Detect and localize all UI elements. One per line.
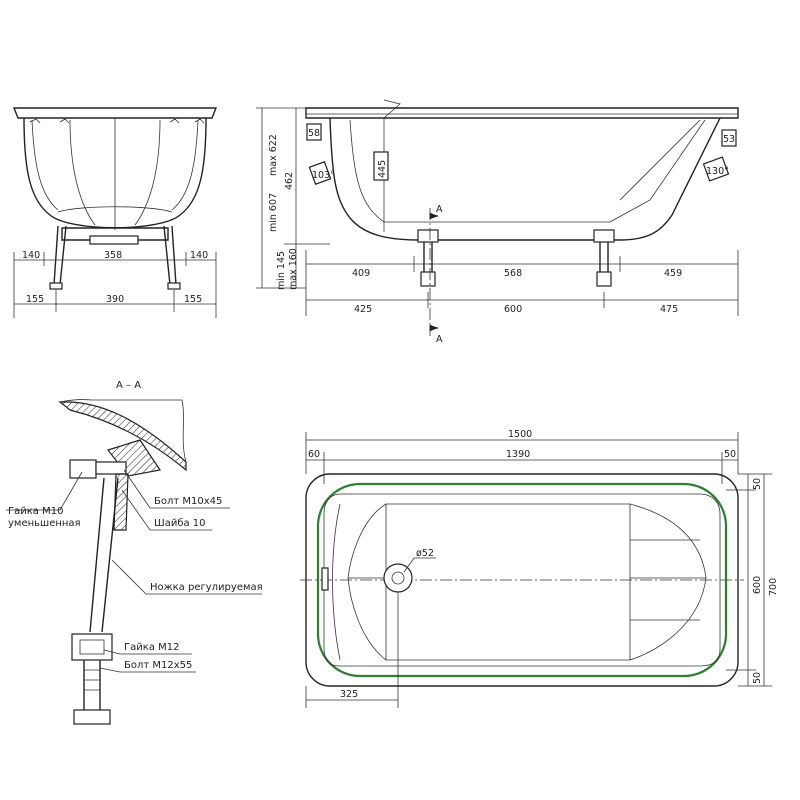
front-dim-bot-left: 155 (26, 294, 44, 305)
side-leg-min: min 145 (276, 251, 287, 290)
plan-rim-right: 50 (724, 449, 736, 460)
side-dim-409: 409 (352, 268, 370, 279)
side-dim-600: 600 (504, 304, 522, 315)
label-nut-m12: Гайка М12 (124, 642, 179, 653)
side-dim-459: 459 (664, 268, 682, 279)
side-rim-53: 53 (723, 134, 735, 145)
side-height-max: max 622 (268, 134, 279, 176)
label-bolt-m12: Болт М12х55 (124, 660, 192, 671)
section-view: А – А Гайка М10 уменьшенная Болт М10х45 … (6, 380, 263, 725)
label-bolt-m10: Болт М10х45 (154, 496, 222, 507)
front-dim-top-left: 140 (22, 250, 40, 261)
side-depth-445: 445 (377, 160, 388, 178)
plan-overall-width: 700 (768, 578, 779, 596)
plan-drain-offset: 325 (340, 689, 358, 700)
label-nut-m10-reduced: уменьшенная (8, 518, 81, 529)
section-title: А – А (116, 380, 141, 391)
front-dim-top-right: 140 (190, 250, 208, 261)
plan-inner-width: 600 (752, 576, 763, 594)
plan-drain-diameter: ø52 (416, 548, 434, 559)
side-depth-462: 462 (284, 172, 295, 190)
side-rim-58: 58 (308, 128, 320, 139)
side-view: A A min 607 max 622 462 min 145 max 160 … (256, 99, 739, 345)
label-leg: Ножка регулируемая (150, 582, 263, 593)
side-dim-425: 425 (354, 304, 372, 315)
plan-overall-length: 1500 (508, 429, 532, 440)
side-leg-max: max 160 (288, 248, 299, 290)
side-dim-568: 568 (504, 268, 522, 279)
plan-rim-bottom: 50 (752, 672, 763, 684)
front-view: 140 358 140 155 390 155 (12, 107, 218, 318)
plan-view: ø52 1500 1390 60 50 700 600 50 50 325 (300, 429, 779, 708)
front-dim-bot-right: 155 (184, 294, 202, 305)
plan-rim-left: 60 (308, 449, 320, 460)
section-mark-top: A (436, 204, 443, 215)
side-dim-475: 475 (660, 304, 678, 315)
side-angle-right: 130° (706, 166, 729, 177)
label-washer: Шайба 10 (154, 518, 206, 529)
section-mark-bottom: A (436, 334, 443, 345)
side-angle-left: 103° (312, 170, 335, 181)
label-nut-m10: Гайка М10 (8, 506, 63, 517)
side-height-min: min 607 (268, 193, 279, 232)
front-dim-top-mid: 358 (104, 250, 122, 261)
plan-inner-length: 1390 (506, 449, 530, 460)
front-dim-bot-mid: 390 (106, 294, 124, 305)
plan-rim-top: 50 (752, 478, 763, 490)
